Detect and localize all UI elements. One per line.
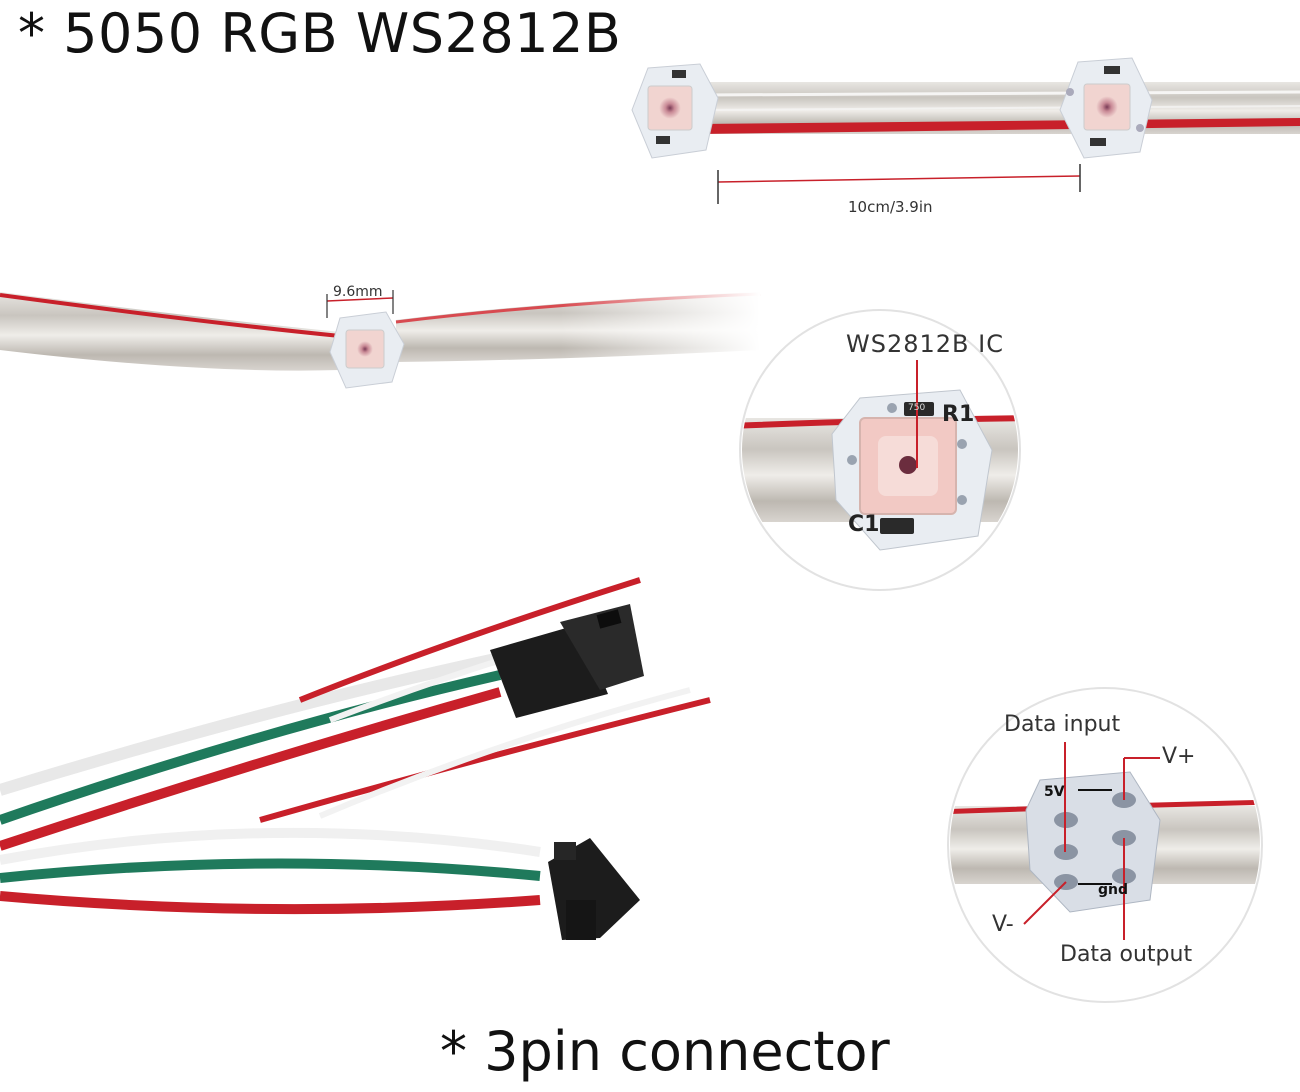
r1-marking: R1	[942, 402, 975, 427]
data-input-label: Data input	[1004, 712, 1121, 737]
spacing-label: 10cm/3.9in	[848, 198, 933, 216]
connector-title: * 3pin connector	[440, 1020, 890, 1083]
spacing-dimension	[717, 164, 1081, 204]
pinout-magnifier	[947, 687, 1263, 1003]
connector-male	[548, 838, 640, 940]
pcb-node-single	[329, 311, 405, 389]
pcb-node-left	[631, 63, 719, 159]
connector-female	[490, 604, 644, 718]
v-minus-label: V-	[992, 912, 1014, 937]
page-title: * 5050 RGB WS2812B	[18, 2, 622, 65]
pad-gnd-marking: gnd	[1098, 882, 1129, 898]
side-strip	[0, 280, 761, 389]
v-plus-label: V+	[1162, 744, 1196, 769]
top-strip	[631, 57, 1300, 204]
pad-5v-marking: 5V	[1044, 784, 1065, 800]
ic-label: WS2812B IC	[846, 330, 1004, 358]
data-output-label: Data output	[1060, 942, 1193, 967]
ic-magnifier	[739, 309, 1021, 591]
pcb-node-right	[1059, 57, 1153, 159]
resistor-code: 750	[908, 403, 926, 413]
size-label: 9.6mm	[333, 284, 383, 300]
c1-marking: C1	[848, 512, 880, 537]
connector-harness	[0, 577, 711, 940]
size-dimension	[326, 290, 394, 318]
